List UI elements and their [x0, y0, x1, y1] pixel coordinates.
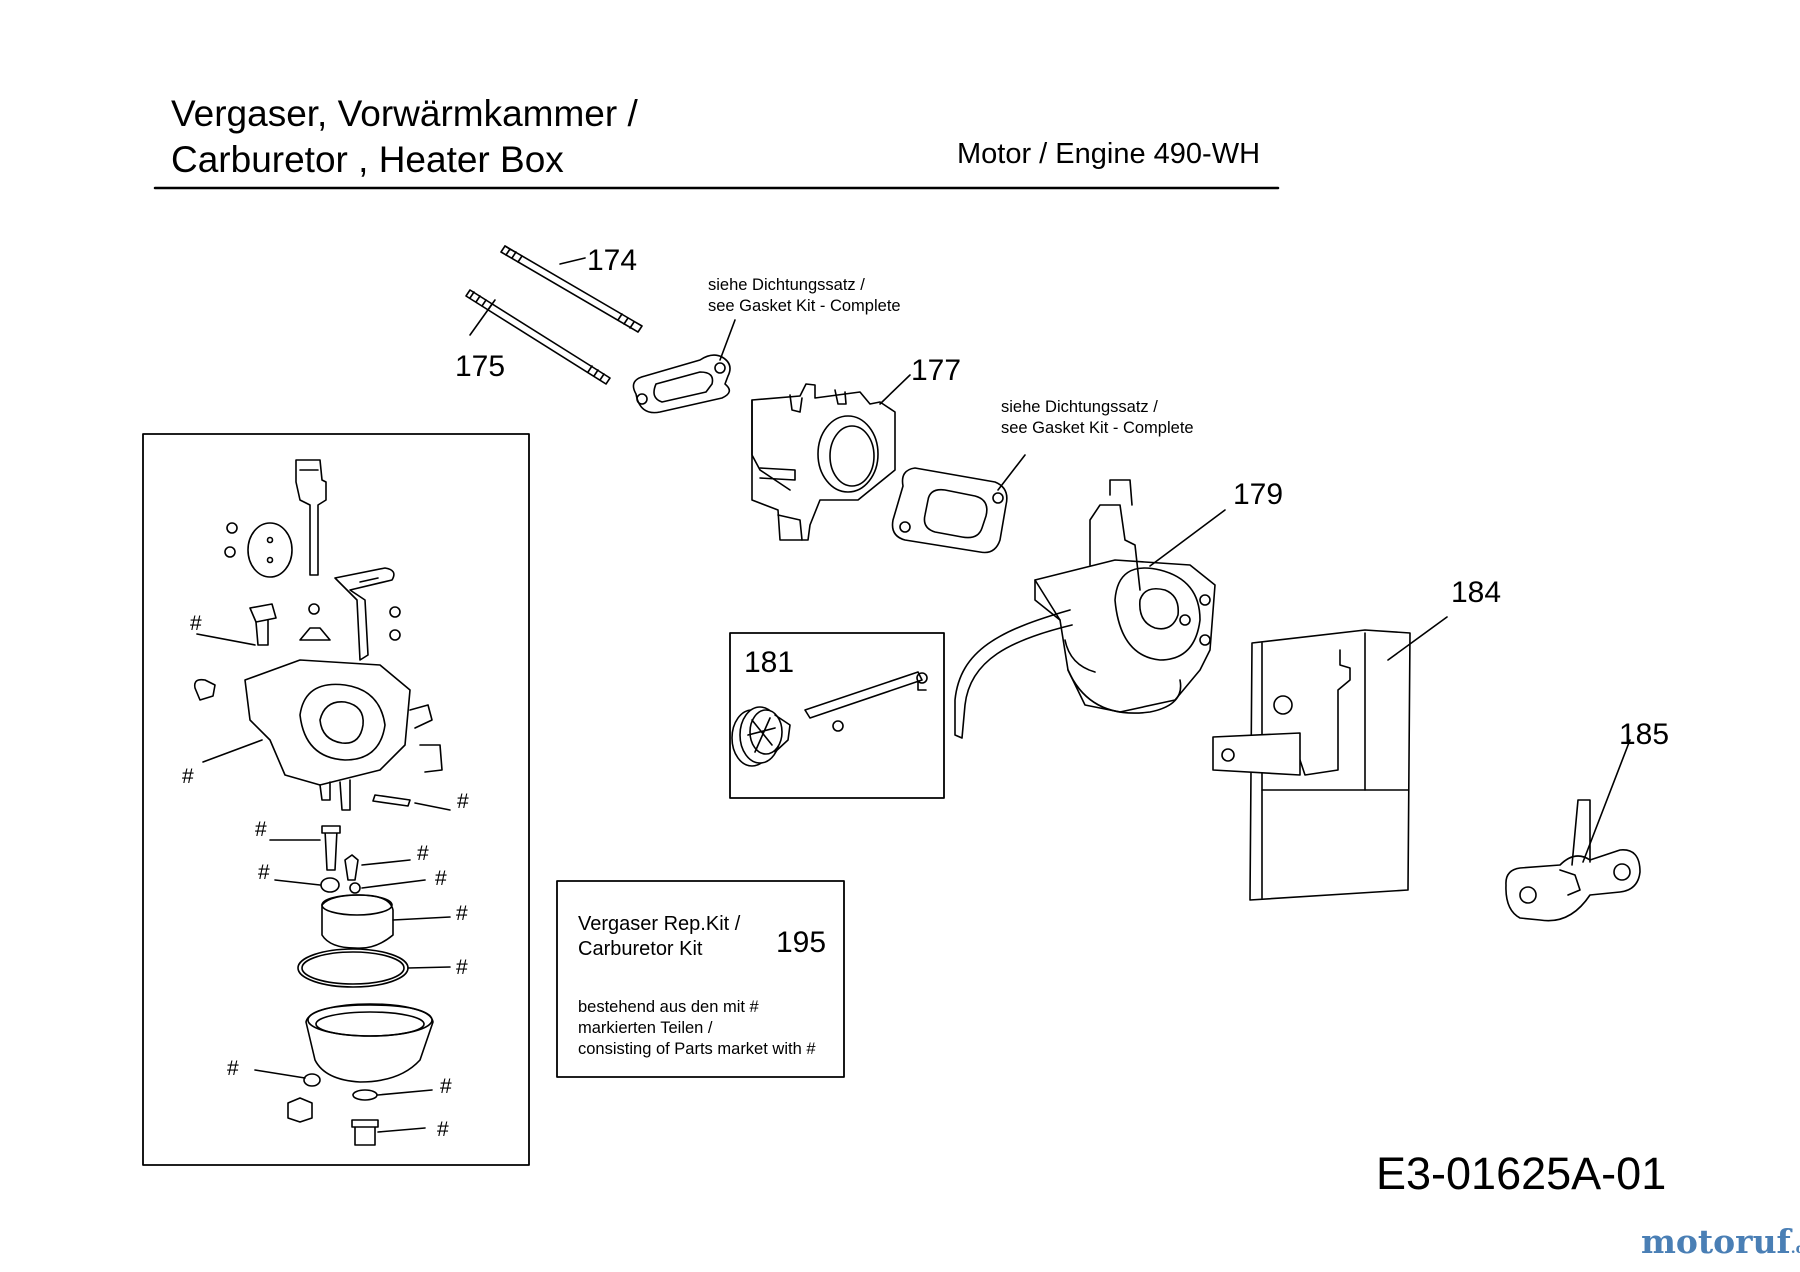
part-number-177: 177	[911, 354, 962, 387]
gasket-note-2-line-1: siehe Dichtungssatz /	[1001, 398, 1158, 416]
page-title-line-2: Carburetor , Heater Box	[171, 139, 564, 180]
gasket-1-drawing	[632, 319, 736, 414]
kit-title-line-1: Vergaser Rep.Kit /	[578, 913, 741, 935]
watermark-suffix: .de	[1790, 1241, 1800, 1257]
kit-marker: #	[227, 1057, 239, 1080]
heater-panel-184-drawing	[1212, 616, 1448, 901]
carburetor-exploded-drawing	[193, 459, 451, 1146]
kit-marker: #	[258, 861, 270, 884]
kit-title-line-2: Carburetor Kit	[578, 938, 703, 960]
kit-marker: #	[417, 842, 429, 865]
part-number-174: 174	[587, 244, 638, 277]
kit-description-line-3: consisting of Parts market with #	[578, 1040, 816, 1058]
part-number-185: 185	[1619, 718, 1670, 751]
valve-185-drawing	[1505, 739, 1641, 922]
engine-label: Motor / Engine 490-WH	[957, 138, 1261, 170]
watermark-logo: motoruf.de	[1641, 1225, 1800, 1258]
part-number-175: 175	[455, 350, 506, 383]
carburetor-exploded-box	[142, 433, 530, 1166]
kit-marker: #	[440, 1075, 452, 1098]
gasket-2-drawing	[891, 454, 1026, 554]
kit-marker: #	[437, 1118, 449, 1141]
gasket-note-1-line-1: siehe Dichtungssatz /	[708, 276, 865, 294]
watermark-name: motoruf	[1641, 1222, 1791, 1261]
kit-marker: #	[435, 867, 447, 890]
part-number-179: 179	[1233, 478, 1284, 511]
kit-number-195: 195	[776, 926, 827, 959]
kit-marker: #	[182, 765, 194, 788]
drawing-code: E3-01625A-01	[1376, 1148, 1667, 1199]
part-number-181: 181	[744, 646, 795, 679]
gasket-note-2-line-2: see Gasket Kit - Complete	[1001, 419, 1194, 437]
kit-marker: #	[456, 956, 468, 979]
part-number-184: 184	[1451, 576, 1502, 609]
kit-marker: #	[457, 790, 469, 813]
page-title-line-1: Vergaser, Vorwärmkammer /	[171, 93, 638, 134]
heater-box-177-drawing	[751, 374, 911, 541]
part-181-drawing	[731, 671, 928, 767]
kit-marker: #	[456, 902, 468, 925]
part-181-box	[729, 632, 945, 799]
stud-174-drawing	[500, 245, 643, 333]
kit-description-line-1: bestehend aus den mit #	[578, 998, 759, 1016]
kit-marker: #	[255, 818, 267, 841]
kit-description-line-2: markierten Teilen /	[578, 1019, 713, 1037]
kit-195-box	[556, 880, 845, 1078]
kit-marker: #	[190, 612, 202, 635]
stud-175-drawing	[465, 289, 611, 385]
gasket-note-1-line-2: see Gasket Kit - Complete	[708, 297, 901, 315]
carburetor-179-drawing	[954, 479, 1226, 739]
